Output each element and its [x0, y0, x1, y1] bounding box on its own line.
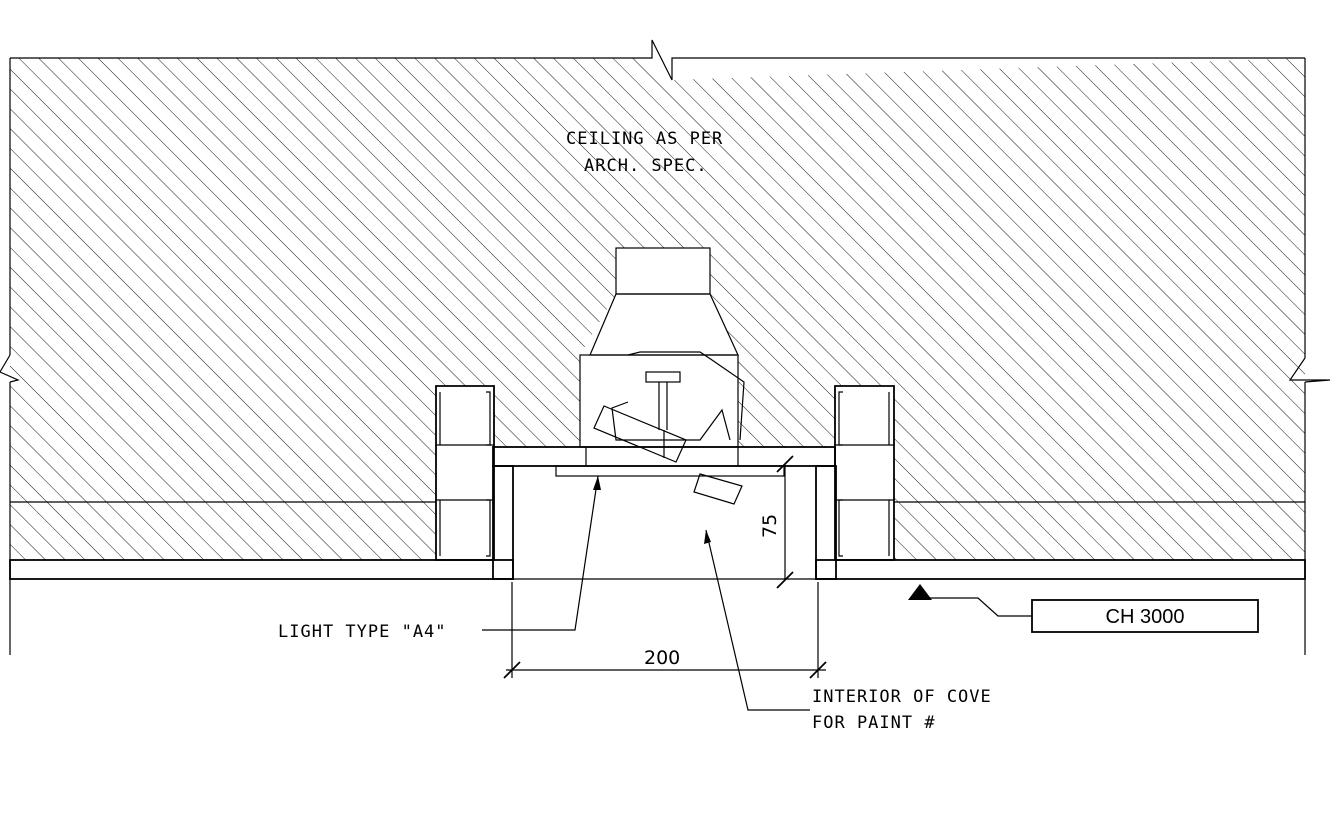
steel-stud-left — [435, 385, 495, 561]
interior-note-leader — [704, 529, 810, 711]
ceiling-height-marker — [908, 584, 1259, 633]
interior-note-line1: INTERIOR OF COVE — [812, 687, 992, 707]
light-fixture — [555, 247, 785, 505]
width-dimension-label: 200 — [644, 647, 680, 669]
ceiling-height-tag: CH 3000 — [1106, 606, 1185, 628]
ceiling-note-line1: CEILING AS PER — [566, 129, 723, 149]
gypsum-board — [9, 446, 1306, 580]
steel-stud-right — [834, 385, 895, 561]
light-type-label: LIGHT TYPE "A4" — [278, 622, 447, 642]
light-type-leader — [482, 475, 601, 631]
triangle-marker-icon — [908, 584, 932, 600]
depth-dimension — [776, 455, 794, 589]
ceiling-outline — [0, 39, 1331, 655]
depth-dimension-label: 75 — [759, 514, 781, 538]
interior-note-line2: FOR PAINT # — [812, 713, 936, 733]
ceiling-note-line2: ARCH. SPEC. — [584, 156, 708, 176]
ceiling-hatch — [10, 58, 1305, 560]
